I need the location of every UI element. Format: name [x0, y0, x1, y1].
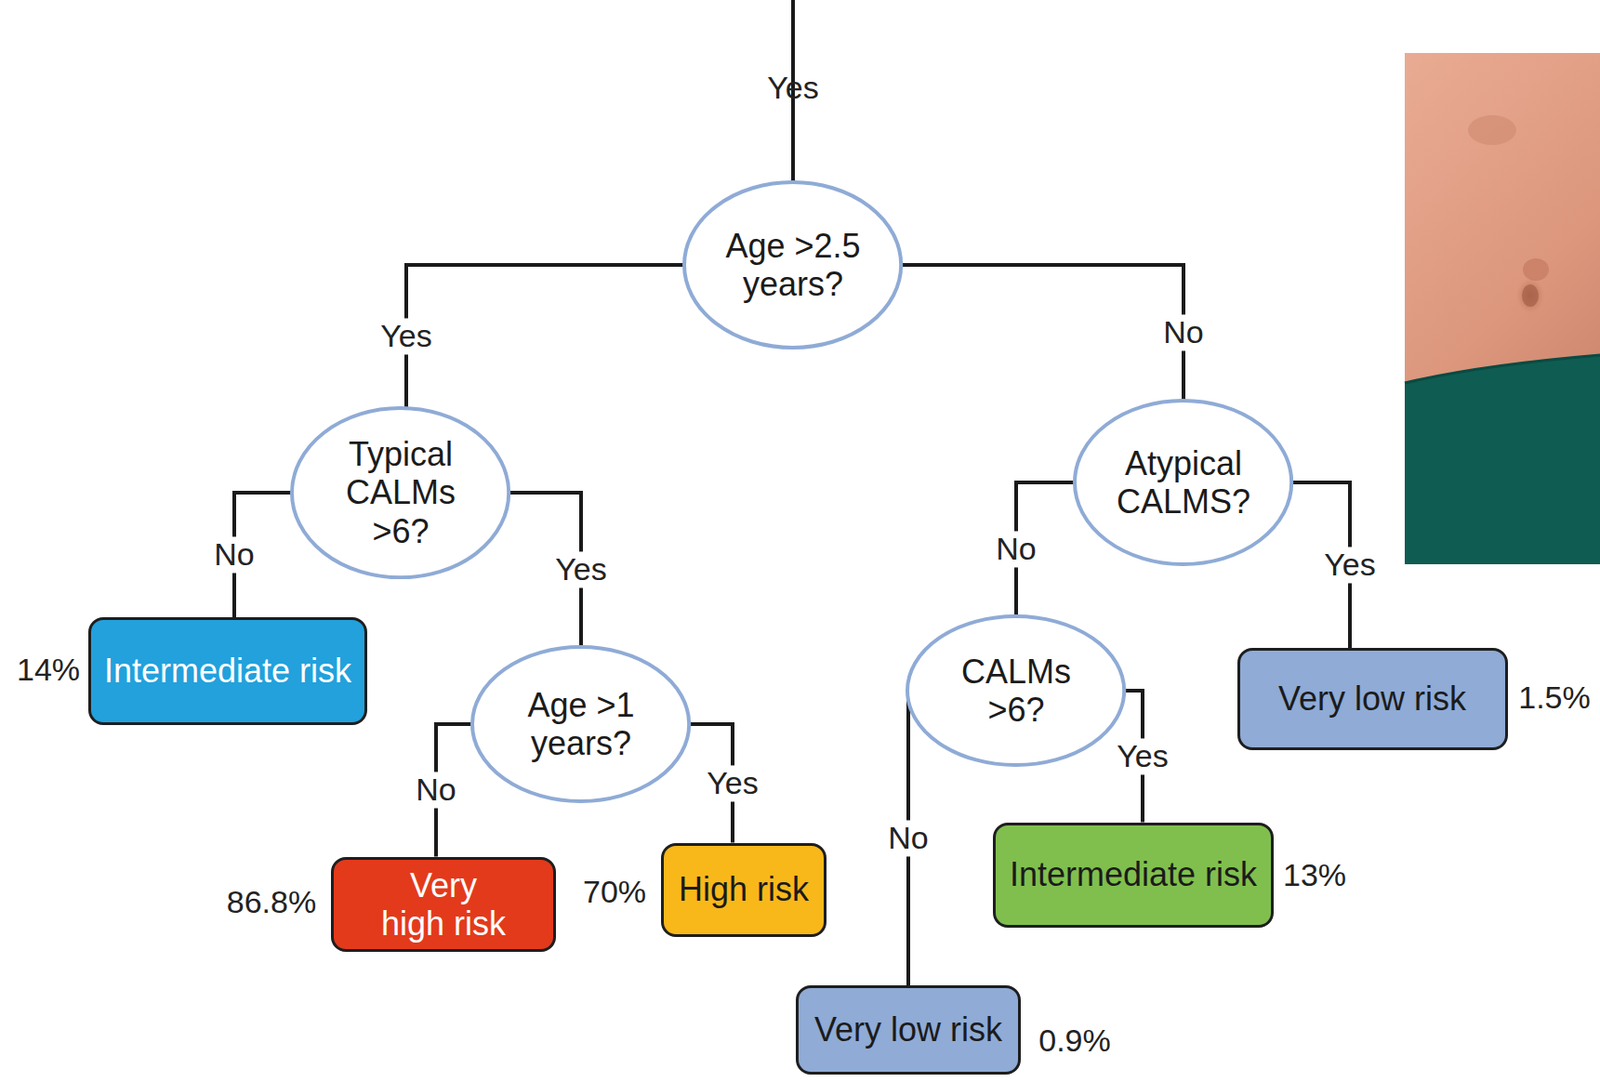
- node-label: Atypical CALMS?: [1109, 444, 1258, 522]
- node-label: Intermediate risk: [1009, 855, 1257, 894]
- branch-label: No: [1157, 314, 1209, 351]
- risk-percentage: 70%: [582, 873, 647, 911]
- node-label: Age >2.5 years?: [718, 226, 868, 305]
- risk-percentage: 86.8%: [226, 884, 317, 921]
- risk-box: Very low risk: [1237, 647, 1508, 751]
- branch-label: Yes: [1318, 546, 1381, 583]
- node-label: Intermediate risk: [104, 651, 352, 690]
- ellipse-shape: [472, 647, 689, 802]
- node-text-group: Typical CALMs >6?: [326, 435, 476, 551]
- decision-ellipse: Typical CALMs >6?: [290, 406, 511, 580]
- risk-percentage: 1.5%: [1518, 679, 1591, 716]
- skin-mark: [1522, 258, 1549, 281]
- skin-area: [1404, 52, 1600, 565]
- branch-label: Yes: [549, 551, 612, 588]
- risk-percentage: 14%: [16, 651, 80, 688]
- node-label: Age >1 years?: [506, 686, 656, 764]
- node-label: Very low risk: [1278, 679, 1467, 718]
- node-text-group: Very low risk: [814, 1010, 1003, 1049]
- branch-label: No: [409, 772, 462, 809]
- node-text-group: Age >1 years?: [506, 686, 656, 764]
- node-text-group: Very high risk: [376, 866, 512, 944]
- branch-label: Yes: [700, 765, 764, 802]
- node-label: Very low risk: [814, 1010, 1003, 1049]
- risk-box: Intermediate risk: [88, 617, 368, 726]
- branch-label: Yes: [766, 69, 819, 106]
- branch-label: No: [990, 530, 1042, 568]
- node-text-group: CALMs >6?: [941, 652, 1091, 730]
- branch-label: Yes: [1110, 738, 1174, 775]
- branch-label: No: [208, 536, 260, 573]
- cafe-au-lait-spot: [1521, 284, 1539, 307]
- decision-ellipse: CALMs >6?: [905, 614, 1126, 767]
- node-text-group: Very low risk: [1278, 679, 1467, 718]
- cafe-au-lait-spot: [1516, 277, 1545, 314]
- risk-box: Very low risk: [795, 985, 1021, 1075]
- node-label: Typical CALMs >6?: [326, 435, 476, 551]
- node-text-group: Intermediate risk: [104, 651, 352, 690]
- risk-percentage: 0.9%: [1038, 1022, 1111, 1059]
- ellipse-shape: [907, 616, 1124, 766]
- node-text-group: Age >2.5 years?: [718, 226, 868, 305]
- ellipse-shape: [291, 408, 509, 578]
- ellipse-shape: [1074, 400, 1292, 565]
- tree-branch: [901, 264, 1184, 401]
- node-text-group: Intermediate risk: [1009, 855, 1257, 894]
- tree-branch: [406, 264, 685, 409]
- shirt-edge: [1404, 355, 1600, 384]
- risk-box: Intermediate risk: [992, 822, 1274, 928]
- decision-ellipse: Age >1 years?: [470, 645, 691, 804]
- decision-ellipse: Age >2.5 years?: [682, 180, 903, 350]
- decision-ellipse: Atypical CALMS?: [1072, 398, 1294, 567]
- risk-percentage: 13%: [1282, 857, 1347, 894]
- node-label: CALMs >6?: [941, 652, 1091, 730]
- ellipse-shape: [684, 182, 901, 348]
- node-label: High risk: [678, 870, 809, 909]
- risk-box: High risk: [661, 843, 827, 938]
- node-text-group: Atypical CALMS?: [1109, 444, 1258, 522]
- skin-mark: [1467, 115, 1517, 146]
- branch-label: No: [882, 819, 934, 857]
- risk-box: Very high risk: [330, 857, 556, 953]
- shirt-area: [1404, 355, 1600, 565]
- node-text-group: High risk: [678, 870, 809, 909]
- node-label: Very high risk: [376, 866, 512, 944]
- branch-label: Yes: [374, 317, 437, 355]
